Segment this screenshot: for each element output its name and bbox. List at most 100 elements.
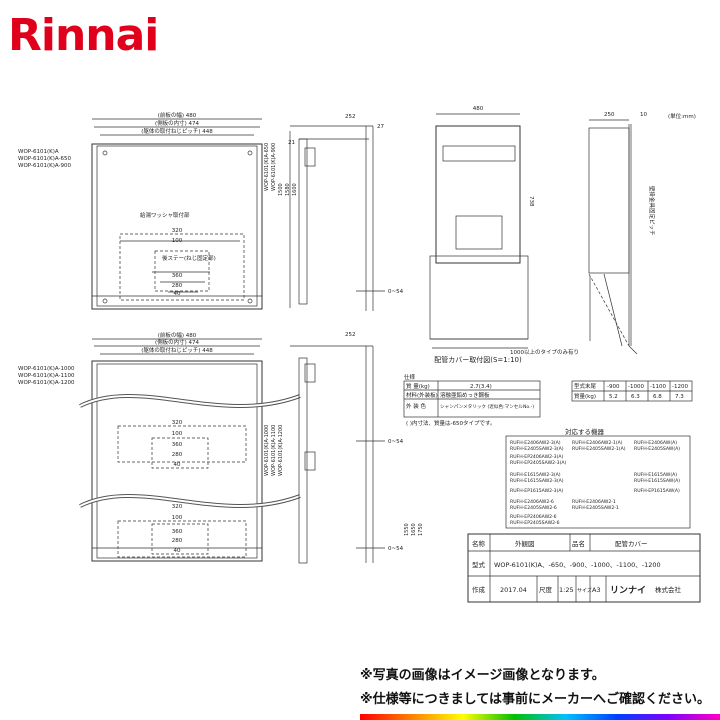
compat-c1-0: RUFH-E2406AW2-3(A) [510,440,561,446]
spec-title: 仕様 [404,373,416,381]
brand-logo: Rinnai [8,10,159,61]
dim-280-b2: 280 [172,538,183,544]
dim-280: 280 [172,283,183,289]
model-top-3: WOP-6101(K)A-900 [18,163,71,169]
compat-c1-1: RUFH-E2405SAW2-3(A) [510,446,564,452]
note-spec: ※仕様等につきましては事前にメーカーへご確認ください。 [360,692,710,707]
mass-r3: 6.8 [653,394,662,400]
compat-c1-2: RUFH-EP2406AW2-3(A) [510,454,564,460]
dim-360: 360 [172,273,183,279]
dim-pitch-b: (躯体の取付ねじピッチ) 448 [141,346,213,354]
tb-name-value: 外観図 [515,539,535,548]
compat-c1-5: RUFH-E1615SAW2-3(A) [510,478,564,484]
tb-size-value: A3 [592,586,601,594]
dim-738: 738 [528,196,534,207]
compat-c3-3: RUFH-E1615SAW(A) [634,478,680,484]
dim-outer-width: (前板の幅) 480 [158,111,197,119]
cover-note: 1000以上のタイプのみ有り [510,348,579,356]
dim-0-54-b1: 0~54 [388,439,404,445]
label-wall-mount: 壁掛金具固定ピッチ [648,186,656,236]
compat-c3-2: RUFH-E1615AW(A) [634,472,677,478]
dim-27: 27 [377,124,384,130]
mass-r1: 5.2 [609,394,618,400]
compat-c2-1: RUFH-E2405SAW2-1(A) [572,446,626,452]
compat-c2-3: RUFH-E2405SAW2-1 [572,505,619,511]
height-top-1: WOP-6101(K)A-650 [264,143,270,191]
decorative-rainbow-bar [360,714,720,720]
vdim-bottom-2: 1650 [411,523,417,536]
vdim-bottom-1: 1550 [404,523,410,536]
dim-320-b2: 320 [172,504,183,510]
mass-r0: 質量(kg) [574,392,596,400]
tb-part-label: 品名 [572,539,585,548]
dim-40: 40 [174,291,181,297]
note-image: ※写真の画像はイメージ画像となります。 [360,668,605,683]
tb-company-logo: リンナイ [610,585,646,596]
model-bottom-1: WOP-6101(K)A-1000 [18,366,75,372]
spec-row2-value: 溶融亜鉛めっき鋼板 [440,391,490,399]
dim-pitch: (躯体の取付ねじピッチ) 448 [141,127,213,135]
model-top-1: WOP-6101(K)A [18,149,59,155]
dim-outer-width-b: (前板の幅) 480 [158,331,197,339]
compat-c1-3: RUFH-EP2405SAW2-3(A) [510,460,567,466]
mass-h4: -1200 [672,384,688,390]
vdim-top-1: 1500 [278,183,284,196]
mass-r2: 6.3 [631,394,640,400]
mass-h3: -1100 [650,384,666,390]
dim-inner-width-b: (側板の内寸) 474 [155,338,200,346]
compat-c1-7: RUFH-E2406AW2-6 [510,499,554,505]
label-stay: 後ステー(ねじ固定部) [162,254,216,262]
height-top-2: WOP-6101(K)A-900 [271,143,277,191]
compat-c1-8: RUFH-E2405SAW2-6 [510,505,557,511]
label-washer: 給湯ワッシャ取付部 [140,211,190,219]
dim-320: 320 [172,228,183,234]
spec-row1-value: 2.7(3.4) [470,384,492,390]
compat-c3-4: RUFH-EP1615AW(A) [634,488,680,494]
dim-10: 10 [640,112,647,118]
tb-made-label: 作成 [472,585,486,594]
dim-360-b1: 360 [172,442,183,448]
dim-depth: 252 [345,114,356,120]
compat-c1-4: RUFH-E1615AW2-3(A) [510,472,561,478]
mass-h0: 型式末尾 [574,382,597,390]
tb-model-label: 型式 [472,560,486,569]
dim-40-b2: 40 [174,548,181,554]
dim-21: 21 [288,140,295,146]
mass-h2: -1000 [628,384,644,390]
spec-row3-label: 外 装 色 [406,402,426,410]
model-bottom-3: WOP-6101(K)A-1200 [18,380,75,386]
compat-c3-0: RUFH-E2406AW(A) [634,440,677,446]
dim-0-54: 0~54 [388,289,404,295]
dim-0-54-b2: 0~54 [388,546,404,552]
spec-note: ( )内寸法、質量は-650タイプです。 [406,419,495,427]
compat-c3-1: RUFH-E2405SAW(A) [634,446,680,452]
dim-100: 100 [172,238,183,244]
dim-100-b1: 100 [172,431,183,437]
compat-title: 対応する機器 [565,427,605,436]
spec-row2-label: 材料(外装板) [406,391,438,399]
tb-part-value: 配管カバー [615,539,648,548]
height-bottom-3: WOP-6101(K)A-1200 [278,425,284,476]
model-top-2: WOP-6101(K)A-650 [18,156,71,162]
dim-100-b2: 100 [172,515,183,521]
vdim-top-2: 1580 [285,183,291,196]
dim-480-heater: 480 [473,106,484,112]
spec-row3-value: シャンパンメタリック (近似色:マンセルNo.-) [440,403,534,410]
tb-scale-label: 尺度 [539,585,553,594]
vdim-top-3: 1600 [292,183,298,196]
tb-size-label: サイズ [577,587,592,594]
units-label: (単位:mm) [668,112,696,120]
compat-c1-9: RUFH-EP2406AW2-6 [510,514,557,520]
dim-250: 250 [604,112,615,118]
model-bottom-2: WOP-6101(K)A-1100 [18,373,75,379]
technical-drawing: (前板の幅) 480 (側板の内寸) 474 (躯体の取付ねじピッチ) 448 … [0,96,720,656]
dim-280-b1: 280 [172,452,183,458]
dim-40-b1: 40 [174,462,181,468]
vdim-bottom-3: 1750 [418,523,424,536]
compat-c1-10: RUFH-EP2405SAW2-6 [510,520,560,526]
tb-made-value: 2017.04 [500,586,527,594]
dim-360-b2: 360 [172,529,183,535]
height-bottom-2: WOP-6101(K)A-1100 [271,425,277,476]
mass-h1: -900 [607,384,620,390]
spec-row1-label: 質 量(kg) [406,382,430,390]
